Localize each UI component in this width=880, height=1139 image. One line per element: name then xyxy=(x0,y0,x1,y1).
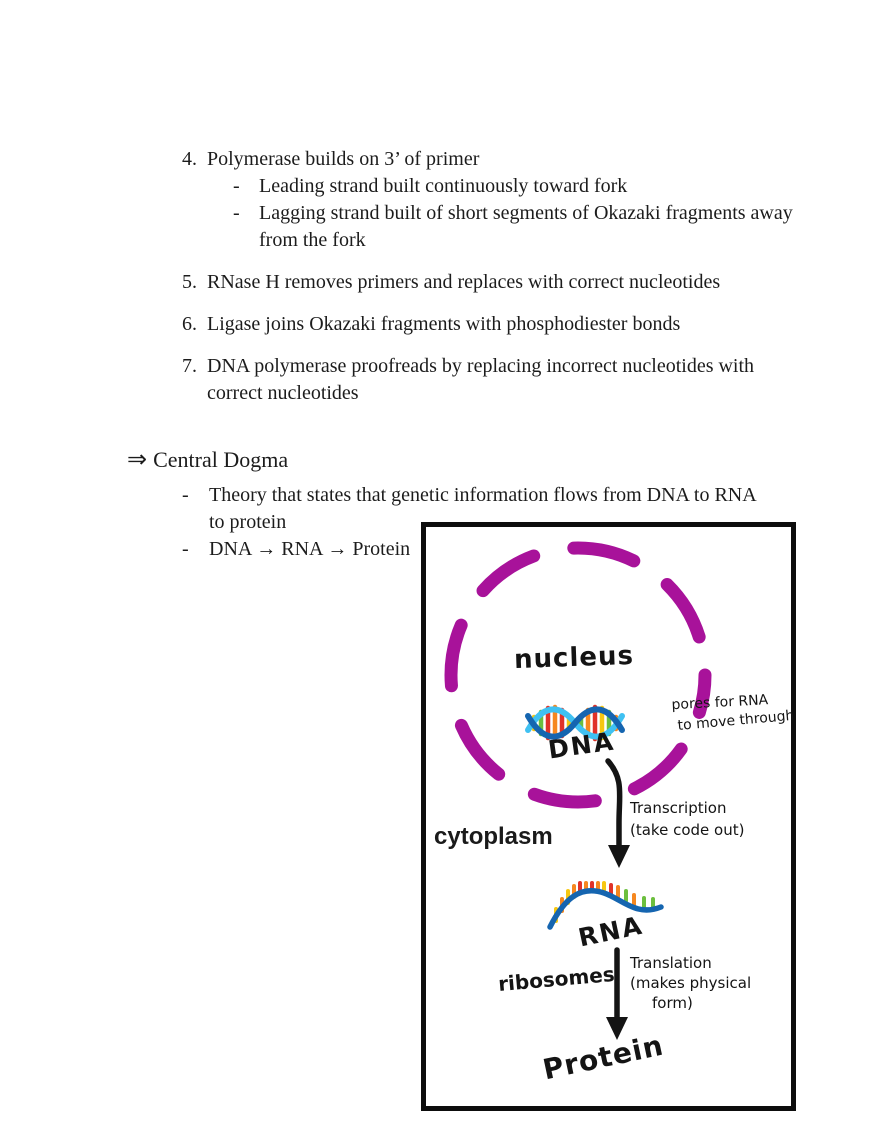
translation-annotation-line3: form) xyxy=(652,994,693,1012)
pores-annotation: pores for RNA to move through xyxy=(671,690,795,734)
sub-list-item-text: Lagging strand built of short segments o… xyxy=(259,202,793,251)
translation-annotation-line2: (makes physical xyxy=(630,974,752,992)
list-item-body: DNA polymerase proofreads by replacing i… xyxy=(207,353,762,407)
list-item: - Theory that states that genetic inform… xyxy=(182,482,762,536)
list-item-text: RNase H removes primers and replaces wit… xyxy=(207,271,721,293)
translation-arrow xyxy=(606,947,628,1040)
transcription-arrow xyxy=(605,758,630,868)
list-item-body: RNase H removes primers and replaces wit… xyxy=(207,269,827,296)
rna-strand-drawing xyxy=(547,881,664,930)
list-item-text: Polymerase builds on 3’ of primer xyxy=(207,148,480,170)
numbered-list: 4. Polymerase builds on 3’ of primer - L… xyxy=(182,146,832,422)
transcription-annotation-line1: Transcription xyxy=(630,799,727,817)
list-item: 6. Ligase joins Okazaki fragments with p… xyxy=(182,311,832,338)
list-item: 4. Polymerase builds on 3’ of primer - L… xyxy=(182,146,832,254)
list-item-text: DNA → RNA → Protein xyxy=(209,538,411,560)
list-item-body: Ligase joins Okazaki fragments with phos… xyxy=(207,311,827,338)
diagram-drawing xyxy=(444,541,712,1040)
list-item-number: 4. xyxy=(182,148,197,170)
bullet-dash: - xyxy=(182,484,189,506)
central-dogma-diagram: nucleus DNA pores for RNA to move throug… xyxy=(421,522,796,1111)
transcription-annotation: Transcription (take code out) xyxy=(630,797,744,841)
list-item-number: 6. xyxy=(182,313,197,335)
bullet-dash: - xyxy=(233,175,240,197)
cytoplasm-label: cytoplasm xyxy=(434,823,553,850)
translation-annotation-line1: Translation xyxy=(630,954,712,972)
sub-list-item: - Lagging strand built of short segments… xyxy=(233,200,827,254)
list-item-number: 5. xyxy=(182,271,197,293)
list-item-text: Theory that states that genetic informat… xyxy=(209,484,756,533)
bullet-dash: - xyxy=(233,202,240,224)
list-item-text: DNA polymerase proofreads by replacing i… xyxy=(207,355,755,404)
section-heading: ⇒Central Dogma xyxy=(127,445,288,475)
list-item: - DNA → RNA → Protein xyxy=(182,536,762,563)
nucleus-label: nucleus xyxy=(513,640,635,676)
section-bullet-list: - Theory that states that genetic inform… xyxy=(182,482,762,563)
list-item-body: Polymerase builds on 3’ of primer - Lead… xyxy=(207,146,827,254)
list-item: 7. DNA polymerase proofreads by replacin… xyxy=(182,353,832,407)
section-title: Central Dogma xyxy=(153,447,289,472)
bullet-dash: - xyxy=(182,538,189,560)
sub-list-item: - Leading strand built continuously towa… xyxy=(233,173,827,200)
dna-helix-drawing xyxy=(525,704,625,742)
sub-list-item-text: Leading strand built continuously toward… xyxy=(259,175,628,197)
nucleus-membrane-circle xyxy=(444,541,712,809)
double-arrow-glyph: ⇒ xyxy=(127,447,148,473)
transcription-annotation-line2: (take code out) xyxy=(630,821,745,839)
list-item-text: Ligase joins Okazaki fragments with phos… xyxy=(207,313,681,335)
translation-annotation: Translation (makes physical form) xyxy=(630,953,751,1013)
list-item-number: 7. xyxy=(182,355,197,377)
list-item: 5. RNase H removes primers and replaces … xyxy=(182,269,832,296)
